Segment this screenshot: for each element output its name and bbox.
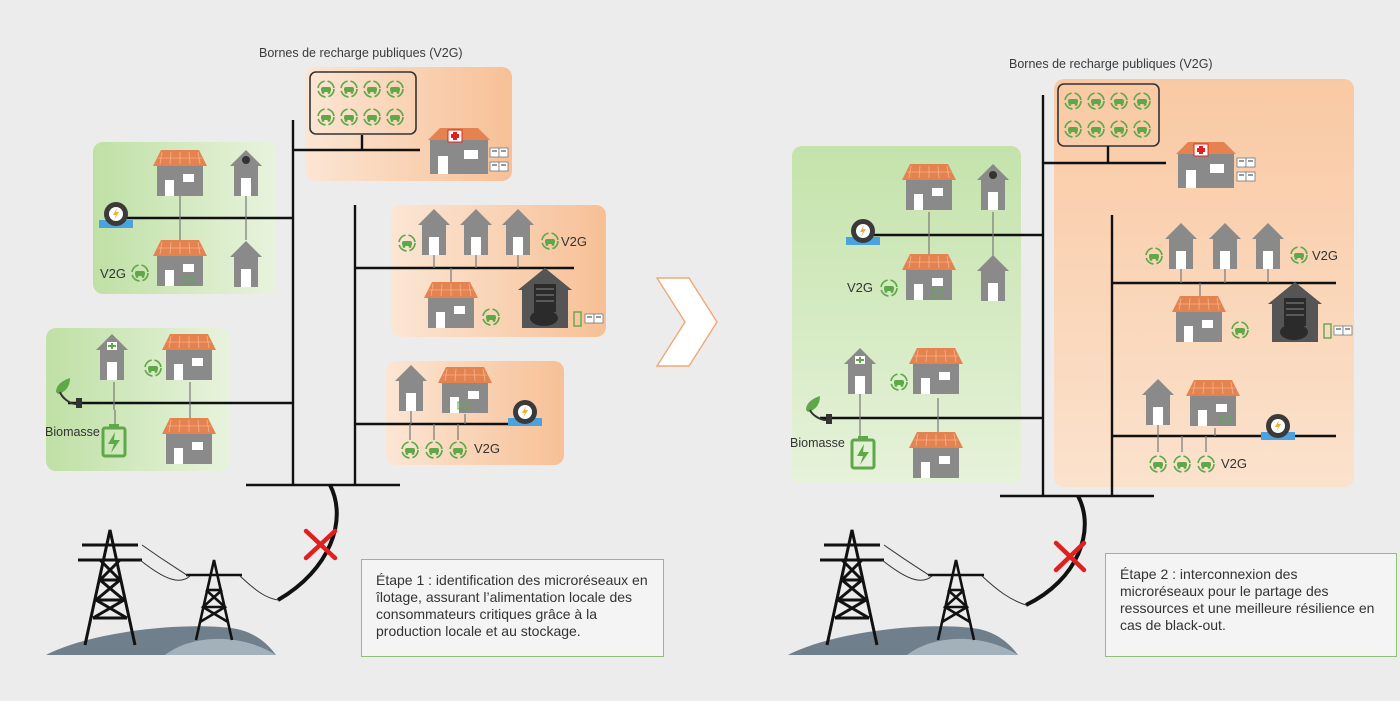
diagram-step-2 — [788, 79, 1354, 655]
label-v2g: V2G — [1221, 456, 1248, 471]
label-public-chargers: Bornes de recharge publiques (V2G) — [259, 46, 463, 60]
pylon-icon-2 — [186, 559, 242, 641]
panel-step-2: Bornes de recharge publiques (V2G) V2G V… — [700, 0, 1400, 701]
diagram-step-1 — [46, 67, 606, 655]
pylon-icon — [78, 529, 142, 646]
police-icon — [230, 150, 262, 196]
label-v2g: V2G — [561, 234, 588, 249]
hospital-icon — [428, 128, 490, 174]
battery-icon — [101, 424, 127, 458]
label-v2g: V2G — [100, 266, 127, 281]
datacenter-icon — [518, 268, 572, 328]
zone-green-merged — [792, 146, 1021, 484]
step-1-caption: Étape 1 : identification des microréseau… — [361, 559, 664, 657]
label-biomass: Biomasse — [45, 425, 100, 439]
cross-icon — [303, 528, 338, 561]
label-v2g: V2G — [847, 280, 874, 295]
panel-step-1: Bornes de recharge publiques (V2G) V2G V… — [45, 46, 664, 657]
label-v2g: V2G — [474, 441, 501, 456]
label-v2g: V2G — [1312, 248, 1339, 263]
chevron-right-icon — [655, 277, 718, 367]
hospital-icon-small — [96, 334, 128, 380]
biomass-plug-icon — [56, 378, 82, 408]
step-2-caption: Étape 2 : interconnexion des microréseau… — [1105, 553, 1397, 657]
label-biomass: Biomasse — [790, 436, 845, 450]
broken-feeder-line — [276, 484, 339, 602]
label-public-chargers: Bornes de recharge publiques (V2G) — [1009, 57, 1213, 71]
